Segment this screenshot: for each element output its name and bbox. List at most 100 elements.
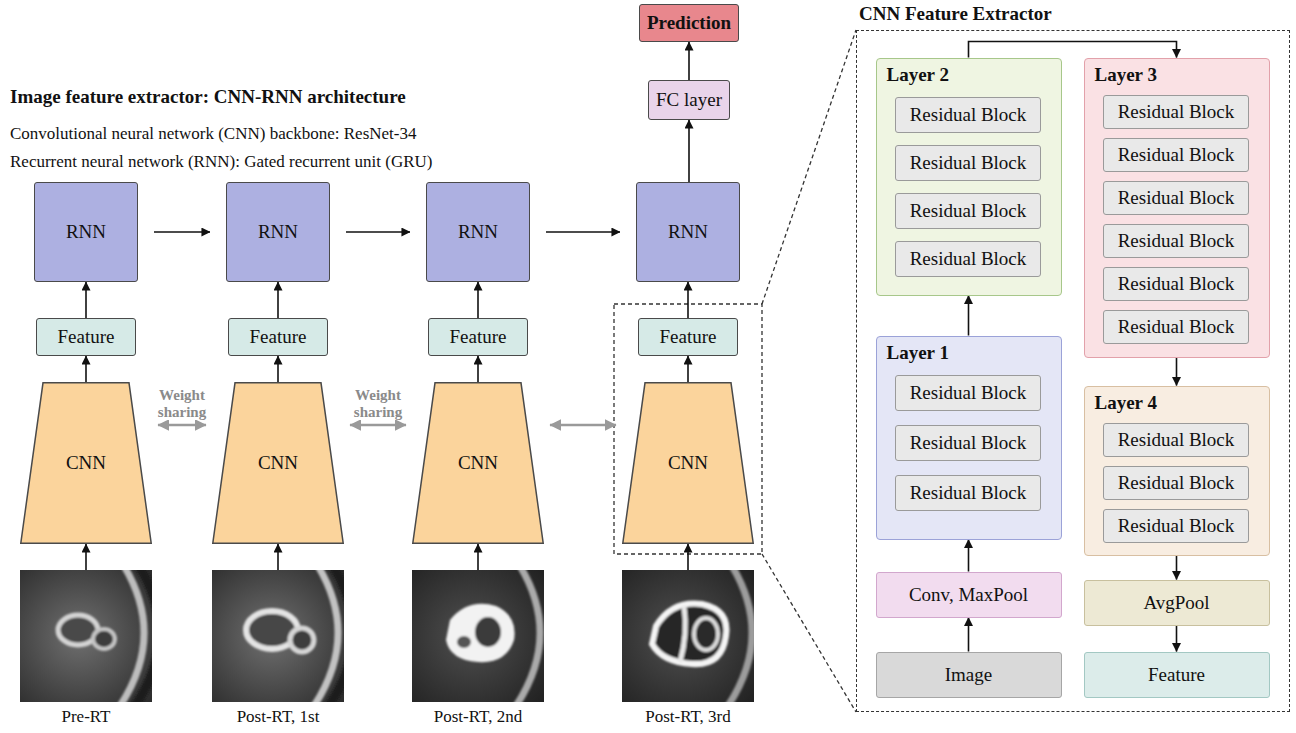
arrow-connector: [546, 231, 620, 233]
arrow-connector: [477, 544, 479, 570]
residual-block: Residual Block: [895, 375, 1041, 411]
feature-box: Feature: [36, 318, 136, 356]
residual-block: Residual Block: [895, 425, 1041, 461]
extractor-panel: CNN Feature ExtractorLayer 2Residual Blo…: [856, 30, 1290, 712]
illustration-part: [475, 617, 501, 647]
illustration-part: [290, 628, 314, 652]
box-label: Residual Block: [1118, 101, 1235, 123]
illustration-part: [614, 304, 762, 554]
illustration-part: [20, 570, 152, 702]
note-label: Recurrent neural network (RNN): Gated re…: [10, 152, 433, 172]
illustration-part: [314, 570, 338, 702]
arrow-connector: [1176, 358, 1178, 386]
arrow-connector: [968, 618, 970, 652]
residual-block: Residual Block: [895, 97, 1041, 133]
illustration-part: [762, 554, 856, 712]
residual-block: Residual Block: [1103, 509, 1249, 543]
feature-box: Feature: [1084, 652, 1270, 698]
arrow-connector: [1176, 626, 1178, 652]
cnn-outline-shape: [623, 383, 753, 543]
fc-layer-box: FC layer: [648, 80, 730, 120]
illustration-part: [135, 570, 152, 702]
box-label: RNN: [458, 221, 498, 243]
arrow-connector: [968, 540, 970, 572]
rnn-box: RNN: [226, 182, 330, 282]
illustration-part: [694, 618, 718, 650]
arrow-connector: [158, 424, 206, 427]
box-label: Residual Block: [1118, 515, 1235, 537]
edge-label: Weight sharing: [343, 387, 413, 420]
image-input-box: Image: [876, 652, 1062, 698]
cnn-trapezoid: CNN: [412, 382, 544, 544]
prediction-box: Prediction: [639, 4, 739, 42]
box-label: CNN: [258, 452, 298, 474]
box-label: AvgPool: [1143, 592, 1209, 614]
cnn-outline-shape: [21, 383, 151, 543]
conv-box: Conv, MaxPool: [876, 572, 1062, 618]
arrow-connector: [350, 424, 406, 427]
box-label: RNN: [66, 221, 106, 243]
arrow-connector: [688, 120, 690, 182]
box-label: Residual Block: [910, 104, 1027, 126]
residual-block: Residual Block: [1103, 423, 1249, 457]
illustration-part: [516, 570, 540, 702]
cnn-trapezoid: CNN: [212, 382, 344, 544]
arrow-connector: [85, 544, 87, 570]
residual-block: Residual Block: [1103, 310, 1249, 344]
box-label: Conv, MaxPool: [909, 584, 1028, 606]
mri-image: Post-RT, 3rd: [622, 570, 754, 702]
box-label: Residual Block: [1118, 472, 1235, 494]
illustration-part: [93, 629, 115, 649]
arrow-connector: [277, 282, 279, 318]
box-label: Feature: [1148, 664, 1205, 686]
box-label: Residual Block: [910, 432, 1027, 454]
rnn-box: RNN: [636, 182, 740, 282]
diagram-title: Image feature extractor: CNN-RNN archite…: [10, 86, 406, 108]
illustration-part: [212, 570, 344, 702]
rnn-box: RNN: [426, 182, 530, 282]
box-label: Feature: [250, 326, 307, 348]
mri-image: Post-RT, 1st: [212, 570, 344, 702]
box-label: Residual Block: [1118, 429, 1235, 451]
illustration-part: [446, 570, 540, 702]
illustration-part: [728, 570, 752, 702]
box-label: Residual Block: [910, 152, 1027, 174]
cnn-outline-shape: [413, 383, 543, 543]
box-label: Image: [945, 664, 992, 686]
layer-heading: Layer 3: [1095, 64, 1157, 86]
box-label: Residual Block: [910, 482, 1027, 504]
cnn-trapezoid: CNN: [20, 382, 152, 544]
box-label: Residual Block: [910, 382, 1027, 404]
residual-block: Residual Block: [1103, 224, 1249, 258]
box-label: Residual Block: [910, 248, 1027, 270]
mri-image: Post-RT, 2nd: [412, 570, 544, 702]
illustration-part: [762, 30, 856, 304]
arrow-connector: [477, 282, 479, 318]
arrow-connector: [477, 356, 479, 382]
layer-group: Layer 3Residual BlockResidual BlockResid…: [1084, 58, 1270, 358]
illustration-part: [412, 570, 544, 702]
arrow-connector: [154, 231, 210, 233]
arrow-connector: [687, 356, 689, 382]
box-label: CNN: [668, 452, 708, 474]
arrow-connector: [1176, 556, 1178, 580]
rnn-box: RNN: [34, 182, 138, 282]
avgpool-box: AvgPool: [1084, 580, 1270, 626]
box-label: Feature: [58, 326, 115, 348]
illustration-part: [622, 570, 754, 702]
layer-heading: Layer 2: [887, 64, 949, 86]
residual-block: Residual Block: [895, 193, 1041, 229]
residual-block: Residual Block: [1103, 138, 1249, 172]
box-label: FC layer: [656, 89, 722, 111]
residual-block: Residual Block: [1103, 181, 1249, 215]
box-label: Residual Block: [1118, 316, 1235, 338]
image-caption: Post-RT, 2nd: [434, 707, 522, 727]
illustration-part: [622, 570, 754, 702]
box-label: CNN: [66, 452, 106, 474]
box-label: Prediction: [647, 12, 731, 34]
feature-box: Feature: [638, 318, 738, 356]
layer-heading: Layer 4: [1095, 392, 1157, 414]
box-label: Residual Block: [1118, 187, 1235, 209]
box-label: RNN: [668, 221, 708, 243]
illustration-part: [246, 570, 344, 702]
